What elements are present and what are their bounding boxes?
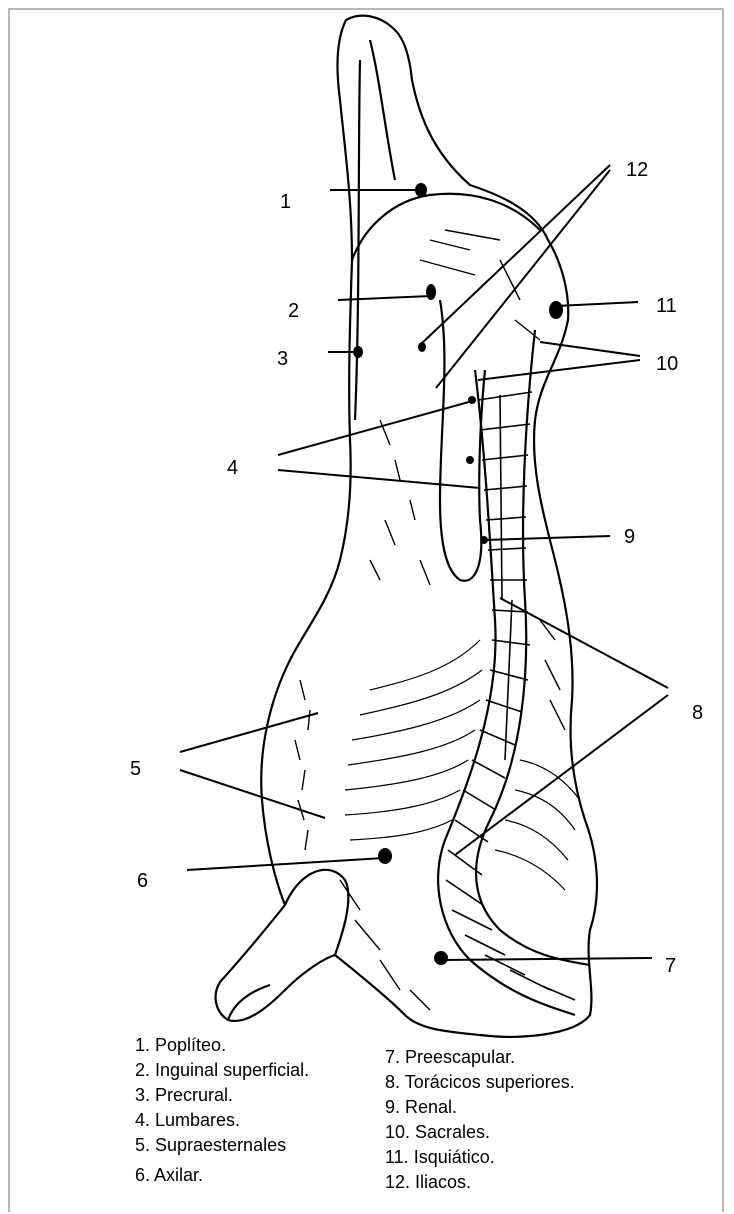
callout-8: 8 <box>692 702 703 724</box>
node-dot <box>434 951 448 965</box>
callout-6: 6 <box>137 870 148 892</box>
legend-item-11: 11. Isquiático. <box>385 1145 575 1170</box>
callout-9: 9 <box>624 526 635 548</box>
callout-labels: 1 2 3 4 5 6 7 8 9 10 11 12 <box>130 159 703 977</box>
legend-item-9: 9. Renal. <box>385 1095 575 1120</box>
node-dot <box>426 284 436 300</box>
legend-item-1: 1. Poplíteo. <box>135 1033 309 1058</box>
leader-lines <box>180 165 668 960</box>
lymph-nodes <box>353 183 563 965</box>
legend-item-3: 3. Precrural. <box>135 1083 309 1108</box>
legend-item-8: 8. Torácicos superiores. <box>385 1070 575 1095</box>
legend-left: 1. Poplíteo. 2. Inguinal superficial. 3.… <box>135 1033 309 1188</box>
node-dot <box>549 301 563 319</box>
vertebrae <box>446 392 575 1000</box>
callout-10: 10 <box>656 353 678 375</box>
node-dot <box>466 456 474 464</box>
legend-item-6: 6. Axilar. <box>135 1163 309 1188</box>
callout-1: 1 <box>280 191 291 213</box>
legend-item-4: 4. Lumbares. <box>135 1108 309 1133</box>
legend-item-10: 10. Sacrales. <box>385 1120 575 1145</box>
legend-item-7: 7. Preescapular. <box>385 1045 575 1070</box>
callout-7: 7 <box>665 955 676 977</box>
legend-item-5: 5. Supraesternales <box>135 1133 309 1158</box>
legend-right: 7. Preescapular. 8. Torácicos superiores… <box>385 1045 575 1195</box>
legend-item-12: 12. Iliacos. <box>385 1170 575 1195</box>
node-dot <box>378 848 392 864</box>
carcass-outline <box>216 16 597 1037</box>
callout-12: 12 <box>626 159 648 181</box>
callout-2: 2 <box>288 300 299 322</box>
callout-11: 11 <box>656 295 677 317</box>
callout-3: 3 <box>277 348 288 370</box>
legend-item-2: 2. Inguinal superficial. <box>135 1058 309 1083</box>
texture-hatching <box>295 230 565 1010</box>
callout-4: 4 <box>227 457 238 479</box>
callout-5: 5 <box>130 758 141 780</box>
